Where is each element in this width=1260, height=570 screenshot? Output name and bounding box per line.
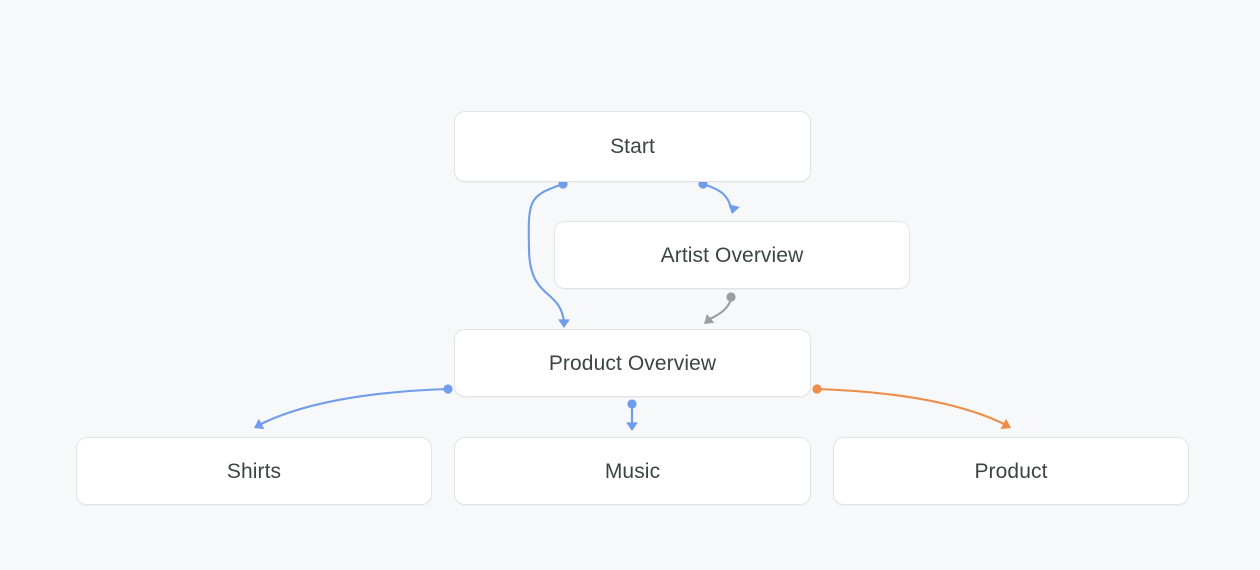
- flow-node-label: Product Overview: [548, 351, 717, 375]
- edge-product-overview-to-product[interactable]: [815, 387, 1006, 426]
- flow-node-label: Start: [610, 135, 655, 158]
- flow-node-start[interactable]: Start: [454, 111, 811, 182]
- edge-arrow-start-to-artist-overview: [728, 204, 740, 214]
- flow-node-product[interactable]: Product: [833, 437, 1189, 505]
- edge-start-to-artist-overview[interactable]: [701, 182, 733, 210]
- flow-node-shirts[interactable]: Shirts: [76, 437, 432, 505]
- edge-source-dot-product-overview-to-shirts[interactable]: [443, 384, 453, 394]
- edge-source-dot-product-overview-to-music[interactable]: [627, 399, 637, 409]
- flow-node-label: Artist Overview: [660, 243, 804, 267]
- edge-source-dot-product-overview-to-product[interactable]: [812, 384, 822, 394]
- flow-node-label: Product: [974, 459, 1048, 483]
- edge-arrow-start-to-product-overview: [558, 319, 570, 328]
- flow-node-label: Music: [604, 459, 661, 483]
- flow-node-product-overview[interactable]: Product Overview: [454, 329, 811, 397]
- flow-node-artist-overview[interactable]: Artist Overview: [554, 221, 910, 289]
- flow-node-label: Shirts: [226, 459, 282, 483]
- edge-arrow-artist-overview-to-product-overview: [704, 313, 715, 324]
- edge-arrow-product-overview-to-music: [626, 422, 638, 431]
- flow-node-music[interactable]: Music: [454, 437, 811, 505]
- edge-arrow-product-overview-to-product: [1000, 418, 1011, 430]
- edge-source-dot-artist-overview-to-product-overview[interactable]: [726, 292, 736, 302]
- edge-arrow-product-overview-to-shirts: [254, 418, 265, 430]
- edge-artist-overview-to-product-overview[interactable]: [708, 295, 733, 321]
- edge-product-overview-to-shirts[interactable]: [259, 387, 450, 426]
